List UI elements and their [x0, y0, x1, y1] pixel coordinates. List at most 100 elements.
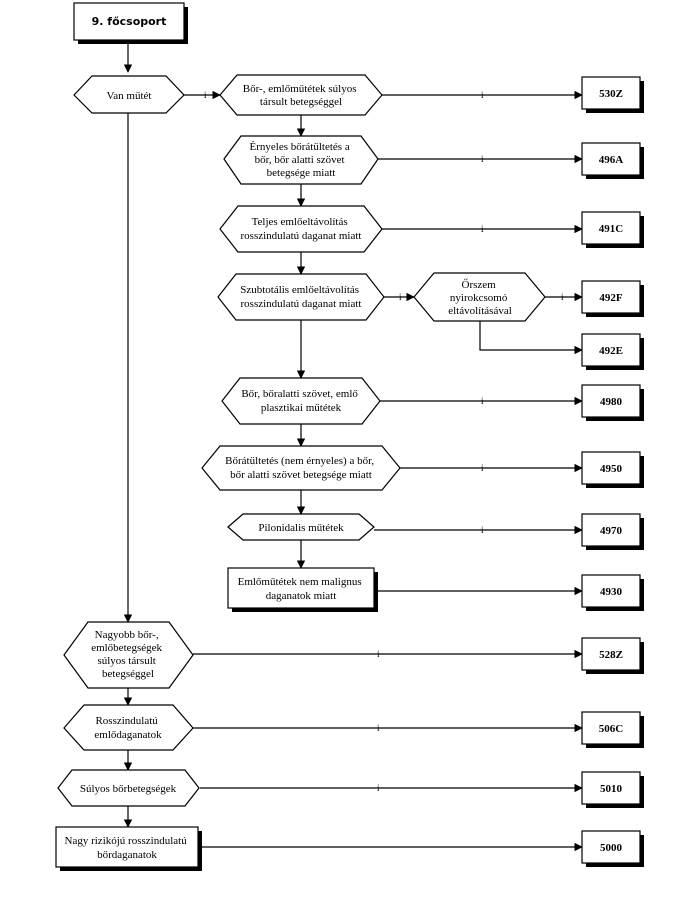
code-label: 5010 [600, 783, 623, 795]
node-line: daganatok miatt [266, 590, 337, 602]
node-bor-plasztikai-mutetek: Bőr, bőralatti szövet, emlő plasztikai m… [221, 377, 381, 425]
node-line: Van műtét [107, 90, 152, 102]
node-line: nyirokcsomó [450, 292, 508, 304]
node-line: eltávolításával [448, 305, 512, 317]
code-box-492E: 492E [581, 333, 644, 370]
node-line: Nagyobb bőr-, [95, 629, 159, 641]
node-teljes-emloeltavolitas: Teljes emlőeltávolítás rosszindulatú dag… [219, 205, 383, 253]
code-box-530Z: 530Z [581, 76, 644, 113]
node-bor-emlomutetek-sulyos: Bőr-, emlőműtétek súlyos társult betegsé… [219, 74, 383, 116]
edge-label: i [481, 463, 484, 473]
edge-label: i [377, 723, 380, 733]
code-box-5000: 5000 [581, 830, 644, 867]
code-box-4980: 4980 [581, 384, 644, 421]
edge-n4b-492E [479, 320, 583, 355]
node-label: Nagyobb bőr-, emlőbetegségek súlyos társ… [91, 629, 165, 680]
node-rosszindulatu-emlodaganatok: Rosszindulatú emlődaganatok [63, 704, 194, 751]
node-label: Súlyos bőrbetegségek [80, 783, 177, 795]
code-label: 492F [599, 292, 623, 304]
node-line: emlődaganatok [94, 729, 162, 741]
edge-label: i [481, 224, 484, 234]
node-boratultetes-nem-ernyeles: Bőrátültetés (nem érnyeles) a bőr, bőr a… [201, 445, 401, 491]
code-box-4950: 4950 [581, 451, 644, 488]
edge-label: i [561, 292, 564, 302]
code-label: 491C [599, 223, 624, 235]
node-label: Emlőműtétek nem malignus daganatok miatt [238, 576, 365, 602]
code-label: 496A [599, 154, 624, 166]
node-line: Súlyos bőrbetegségek [80, 783, 177, 795]
node-line: plasztikai műtétek [261, 402, 342, 414]
node-line: betegséggel [102, 668, 154, 680]
node-line: Bőrátültetés (nem érnyeles) a bőr, [225, 455, 374, 467]
node-label: Szubtotális emlőeltávolítás rosszindulat… [240, 284, 362, 310]
edge-label: i [377, 649, 380, 659]
code-label: 506C [599, 723, 624, 735]
node-line: Rosszindulatú [95, 715, 158, 727]
node-label: Bőrátültetés (nem érnyeles) a bőr, bőr a… [225, 455, 377, 481]
code-box-506C: 506C [581, 711, 644, 748]
node-line: Szubtotális emlőeltávolítás [240, 284, 359, 296]
code-label: 4980 [600, 396, 623, 408]
node-line: rosszindulatú daganat miatt [241, 230, 362, 242]
code-label: 530Z [599, 88, 623, 100]
node-line: Bőr-, emlőműtétek súlyos [243, 83, 357, 95]
node-line: Emlőműtétek nem malignus [238, 576, 362, 588]
code-label: 492E [599, 345, 623, 357]
node-label: Bőr-, emlőműtétek súlyos társult betegsé… [243, 83, 360, 108]
node-label: Pilonidalis műtétek [258, 522, 344, 534]
code-box-4930: 4930 [581, 574, 644, 611]
node-label: Rosszindulatú emlődaganatok [94, 715, 162, 741]
code-label: 4970 [600, 525, 623, 537]
node-line: Pilonidalis műtétek [258, 522, 344, 534]
code-box-492F: 492F [581, 280, 644, 317]
node-line: betegsége miatt [267, 167, 336, 179]
edge-label: i [399, 292, 402, 302]
code-box-528Z: 528Z [581, 637, 644, 674]
code-box-4970: 4970 [581, 513, 644, 550]
code-label: 4930 [600, 586, 623, 598]
node-szubtotalis-emloeltavolitas: Szubtotális emlőeltávolítás rosszindulat… [217, 273, 385, 321]
node-label: Van műtét [107, 90, 152, 102]
node-line: Őrszem [462, 279, 497, 291]
node-sulyos-borbetegsegek: Súlyos bőrbetegségek [57, 769, 200, 807]
node-label: Bőr, bőralatti szövet, emlő plasztikai m… [241, 388, 360, 414]
code-label: 4950 [600, 463, 623, 475]
node-line: emlőbetegségek [91, 642, 162, 654]
header-box: 9. főcsoport [73, 2, 188, 44]
node-label: Teljes emlőeltávolítás rosszindulatú dag… [241, 216, 362, 242]
node-line: társult betegséggel [260, 96, 342, 108]
edge-label: i [481, 90, 484, 100]
node-line: Nagy rizikójú rosszindulatú [65, 835, 188, 847]
code-label: 528Z [599, 649, 623, 661]
code-boxes: 530Z 496A 491C 492F 492E 4980 [581, 76, 644, 867]
node-nagyobb-bor-emlobetegsegek: Nagyobb bőr-, emlőbetegségek súlyos társ… [63, 621, 194, 689]
node-label: Érnyeles bőrátültetés a bőr, bőr alatti … [250, 141, 353, 179]
node-line: súlyos társult [97, 655, 155, 667]
edge-label: i [481, 396, 484, 406]
node-nagy-rizikoju-bordaganatok: Nagy rizikójú rosszindulatú bőrdaganatok [55, 826, 202, 871]
node-line: bőrdaganatok [97, 849, 157, 861]
node-line: bőr alatti szövet betegsége miatt [230, 469, 372, 481]
edge-label: i [204, 90, 207, 100]
node-line: bőr, bőr alatti szövet [255, 154, 345, 166]
code-box-5010: 5010 [581, 771, 644, 808]
edge-label: i [481, 154, 484, 164]
page-title: 9. főcsoport [92, 15, 167, 28]
edge-label: i [481, 525, 484, 535]
node-line: Érnyeles bőrátültetés a [250, 141, 350, 153]
connectors [123, 44, 583, 852]
edge-labels: i i i i i i i i i i i i [204, 90, 564, 793]
node-pilonidalis-mutetek: Pilonidalis műtétek [227, 513, 375, 541]
node-emlomutetek-nem-malignus: Emlőműtétek nem malignus daganatok miatt [227, 567, 378, 612]
node-ernyeles-boratultetes: Érnyeles bőrátültetés a bőr, bőr alatti … [223, 135, 379, 185]
node-line: rosszindulatú daganat miatt [241, 298, 362, 310]
node-label: Nagy rizikójú rosszindulatú bőrdaganatok [65, 835, 190, 861]
node-label: Őrszem nyirokcsomó eltávolításával [448, 279, 512, 317]
edge-label: i [377, 783, 380, 793]
node-van-mutet: Van műtét [73, 75, 185, 114]
node-line: Bőr, bőralatti szövet, emlő [241, 388, 358, 400]
code-box-491C: 491C [581, 211, 644, 248]
code-label: 5000 [600, 842, 623, 854]
node-line: Teljes emlőeltávolítás [252, 216, 348, 228]
